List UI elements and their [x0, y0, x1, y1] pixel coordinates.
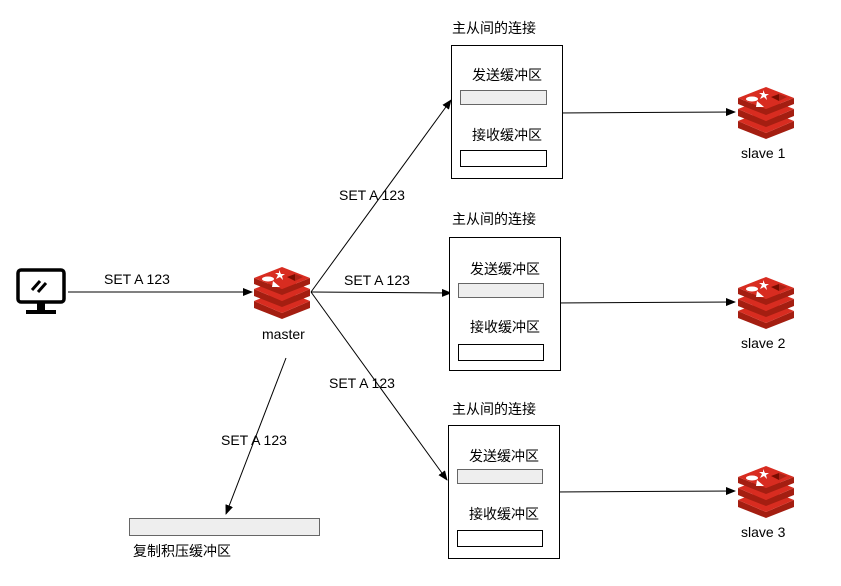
arrow-master-to-backlog — [225, 357, 287, 515]
connection-1-title: 主从间的连接 — [452, 20, 536, 36]
master-label: master — [262, 326, 305, 342]
send-buffer-label: 发送缓冲区 — [470, 261, 540, 277]
recv-buffer-label: 接收缓冲区 — [469, 506, 539, 522]
recv-buffer — [460, 150, 547, 167]
recv-buffer — [457, 530, 543, 547]
send-buffer — [460, 90, 547, 105]
edge-label-master-to-conn1: SET A 123 — [339, 187, 405, 203]
edge-label-master-to-conn3: SET A 123 — [329, 375, 395, 391]
slave-1-label: slave 1 — [741, 145, 786, 161]
recv-buffer-label: 接收缓冲区 — [470, 319, 540, 335]
connection-3-box: 发送缓冲区 接收缓冲区 — [448, 425, 560, 559]
arrow-conn3-to-slave3 — [552, 487, 736, 496]
redis-icon — [737, 87, 795, 144]
edge-label-master-to-backlog: SET A 123 — [221, 432, 287, 448]
arrow-conn2-to-slave2 — [552, 298, 736, 307]
connection-2-box: 发送缓冲区 接收缓冲区 — [449, 237, 561, 371]
arrow-master-to-conn3 — [310, 291, 448, 481]
connection-3-title: 主从间的连接 — [452, 401, 536, 417]
replication-backlog-buffer — [129, 518, 320, 536]
connection-2-title: 主从间的连接 — [452, 211, 536, 227]
redis-icon — [737, 277, 795, 334]
connection-1-box: 发送缓冲区 接收缓冲区 — [451, 45, 563, 179]
arrow-conn1-to-slave1 — [556, 108, 736, 117]
redis-icon — [737, 466, 795, 523]
arrow-master-to-conn1 — [310, 99, 452, 293]
slave-3-label: slave 3 — [741, 524, 786, 540]
send-buffer-label: 发送缓冲区 — [472, 67, 542, 83]
redis-icon — [253, 267, 311, 324]
monitor-icon — [16, 268, 66, 321]
send-buffer — [458, 283, 544, 298]
slave-2-label: slave 2 — [741, 335, 786, 351]
send-buffer-label: 发送缓冲区 — [469, 448, 539, 464]
edge-label-client-to-master: SET A 123 — [104, 271, 170, 287]
recv-buffer — [458, 344, 544, 361]
arrow-master-to-conn2 — [310, 288, 452, 297]
edge-label-master-to-conn2: SET A 123 — [344, 272, 410, 288]
recv-buffer-label: 接收缓冲区 — [472, 127, 542, 143]
replication-backlog-label: 复制积压缓冲区 — [133, 543, 231, 559]
send-buffer — [457, 469, 543, 484]
